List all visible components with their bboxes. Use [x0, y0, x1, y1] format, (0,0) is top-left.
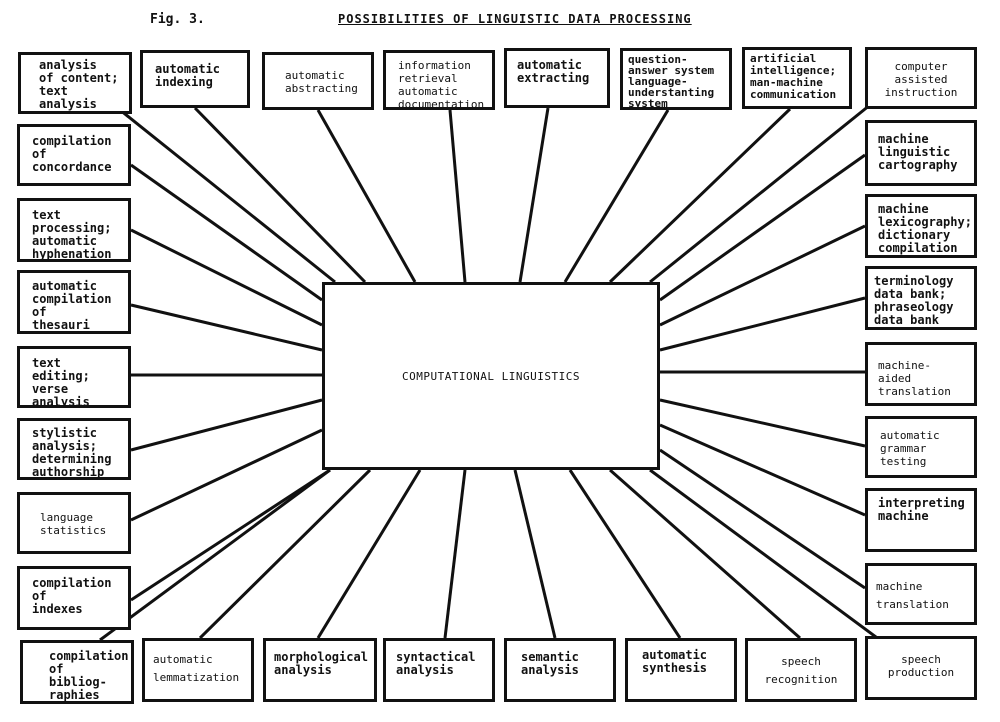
connector-line	[609, 468, 801, 640]
top-node-5: automatic extracting	[504, 48, 610, 108]
left-node-3: automatic compilation of thesauri	[17, 270, 131, 334]
connector-line	[659, 224, 866, 327]
connector-line	[316, 109, 417, 283]
right-node-5: automatic grammar testing	[865, 416, 977, 478]
right-node-3: terminology data bank; phraseology data …	[865, 266, 977, 330]
center-node-label: COMPUTATIONAL LINGUISTICS	[401, 369, 581, 383]
connector-line	[193, 106, 367, 284]
connector-line	[649, 103, 871, 284]
connector-line	[659, 296, 866, 352]
right-node-4: machine-aided translation	[865, 342, 977, 406]
connector-line	[659, 423, 866, 517]
connector-line	[198, 468, 372, 640]
connector-line	[119, 108, 336, 284]
connector-line	[563, 109, 670, 283]
connector-line	[316, 469, 422, 639]
right-node-6: interpreting machine	[865, 488, 977, 552]
bottom-node-4: syntactical analysis	[383, 638, 495, 702]
top-node-1: analysis of content; text analysis	[18, 52, 132, 114]
connector-line	[448, 109, 467, 283]
bottom-node-1: compilation of bibliog- raphies	[20, 640, 134, 704]
top-node-6: question- answer system language- unders…	[620, 48, 732, 110]
connector-line	[659, 398, 866, 448]
bottom-node-8: speech production	[865, 636, 977, 700]
figure-label: Fig. 3.	[150, 12, 205, 27]
connector-line	[649, 468, 881, 642]
connector-line	[568, 469, 682, 639]
right-node-2: machine lexicography; dictionary compila…	[865, 194, 977, 258]
left-node-2: text processing; automatic hyphenation	[17, 198, 131, 262]
left-node-7: compilation of indexes	[17, 566, 131, 630]
connector-line	[513, 469, 557, 639]
left-node-1: compilation of concordance	[17, 124, 131, 186]
top-node-4: information retrieval automatic document…	[383, 50, 495, 110]
connector-line	[130, 303, 323, 352]
top-node-7: artificial intelligence; man-machine com…	[742, 47, 852, 109]
connector-line	[130, 428, 323, 522]
connector-line	[659, 448, 866, 590]
center-node: COMPUTATIONAL LINGUISTICS	[322, 282, 660, 470]
connector-line	[99, 468, 331, 642]
connector-line	[130, 468, 331, 602]
top-node-3: automatic abstracting	[262, 52, 374, 110]
left-node-5: stylistic analysis; determining authorsh…	[17, 418, 131, 480]
right-node-7: machine translation	[865, 563, 977, 625]
left-node-4: text editing; verse analysis	[17, 346, 131, 408]
top-node-2: automatic indexing	[140, 50, 250, 108]
bottom-node-6: automatic synthesis	[625, 638, 737, 702]
top-node-8: computer assisted instruction	[865, 47, 977, 109]
left-node-6: language statistics	[17, 492, 131, 554]
connector-line	[130, 228, 323, 327]
bottom-node-2: automatic lemmatization	[142, 638, 254, 702]
connector-line	[659, 153, 866, 302]
connector-line	[443, 469, 467, 639]
connector-line	[130, 398, 323, 452]
connector-line	[130, 163, 323, 302]
diagram-title: POSSIBILITIES OF LINGUISTIC DATA PROCESS…	[338, 12, 692, 26]
right-node-1: machine linguistic cartography	[865, 120, 977, 186]
bottom-node-3: morphological analysis	[263, 638, 377, 702]
connector-line	[518, 107, 550, 283]
bottom-node-7: speech recognition	[745, 638, 857, 702]
connector-line	[608, 107, 792, 284]
bottom-node-5: semantic analysis	[504, 638, 616, 702]
